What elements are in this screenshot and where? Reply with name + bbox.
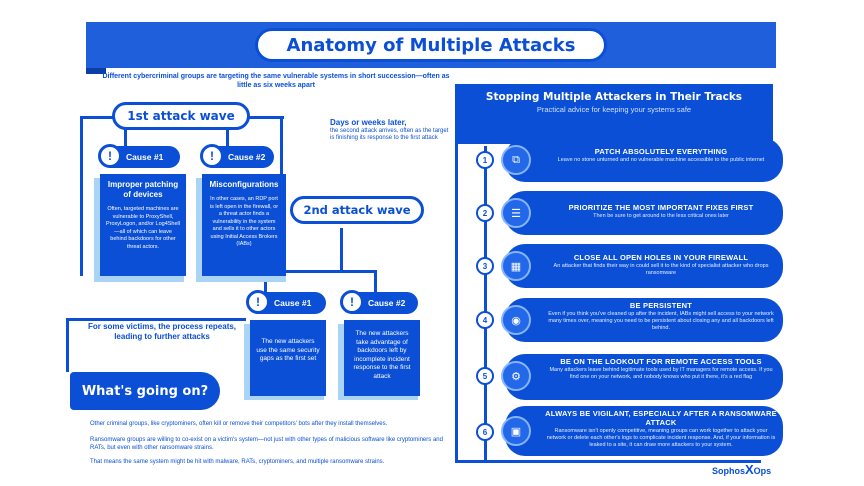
connector-line bbox=[80, 116, 83, 276]
alert-icon: ! bbox=[200, 144, 224, 168]
repeat-note: For some victims, the process repeats, l… bbox=[87, 322, 237, 341]
right-panel-subtitle: Practical advice for keeping your system… bbox=[536, 105, 692, 114]
intro-text: Different cybercriminal groups are targe… bbox=[102, 73, 450, 89]
right-panel-title: Stopping Multiple Attackers in Their Tra… bbox=[485, 91, 743, 103]
wave2-cause1-card: The new attackers use the same security … bbox=[250, 320, 326, 396]
priority-icon: ☰ bbox=[501, 198, 531, 228]
tip-text: Many attackers leave behind legitimate t… bbox=[549, 367, 773, 380]
connector-line bbox=[66, 318, 69, 372]
wave2-pill: 2nd attack wave bbox=[290, 196, 424, 224]
tip-number: 6 bbox=[476, 423, 494, 441]
persistent-icon: ◉ bbox=[501, 305, 531, 335]
connector-line bbox=[226, 126, 229, 150]
tip-text: Then be sure to get around to the less c… bbox=[593, 213, 729, 219]
remote-access-icon: ⚙ bbox=[501, 361, 531, 391]
tip-number: 5 bbox=[476, 367, 494, 385]
tip-number: 4 bbox=[476, 311, 494, 329]
tip-heading: PRIORITIZE THE MOST IMPORTANT FIXES FIRS… bbox=[568, 203, 754, 212]
tip-number: 1 bbox=[476, 151, 494, 169]
logo-mark: X bbox=[745, 462, 754, 477]
logo-text: Sophos bbox=[712, 466, 745, 476]
camera-icon: ▣ bbox=[501, 416, 531, 446]
right-panel-header: Stopping Multiple Attackers in Their Tra… bbox=[455, 84, 773, 144]
connector-line bbox=[280, 116, 283, 206]
alert-icon: ! bbox=[98, 144, 122, 168]
connector-line bbox=[244, 116, 284, 119]
days-later-note: Days or weeks later, the second attack a… bbox=[330, 118, 450, 142]
connector-line bbox=[374, 270, 377, 292]
card-text: The new attackers take advantage of back… bbox=[353, 330, 411, 380]
tip-heading: PATCH ABSOLUTELY EVERYTHING bbox=[594, 147, 728, 156]
tip-number: 2 bbox=[476, 204, 494, 222]
tip-number: 3 bbox=[476, 257, 494, 275]
firewall-icon: ▦ bbox=[501, 251, 531, 281]
tip-text: Even if you think you've cleaned up afte… bbox=[548, 311, 774, 331]
wave2-cause2-badge: ! Cause #2 bbox=[340, 290, 418, 314]
wave1-cause2-badge: ! Cause #2 bbox=[200, 144, 274, 168]
whats-going-on-paragraph: That means the same system might be hit … bbox=[90, 459, 385, 465]
tip-heading: CLOSE ALL OPEN HOLES IN YOUR FIREWALL bbox=[573, 253, 749, 262]
wave2-cause1-badge: ! Cause #1 bbox=[246, 290, 326, 314]
whats-going-on-paragraph: Ransomware groups are willing to co-exis… bbox=[90, 437, 443, 451]
connector-line bbox=[266, 270, 376, 273]
tip-card-5: ⚙ BE ON THE LOOKOUT FOR REMOTE ACCESS TO… bbox=[501, 354, 783, 400]
wave1-pill: 1st attack wave bbox=[112, 102, 250, 130]
tip-heading: ALWAYS BE VIGILANT, ESPECIALLY AFTER A R… bbox=[545, 409, 777, 427]
tip-text: An attacker that finds their way in coul… bbox=[553, 263, 769, 276]
connector-line bbox=[124, 126, 127, 150]
wave1-cause1-card: Improper patching of devices Often, targ… bbox=[100, 174, 186, 276]
tip-heading: BE PERSISTENT bbox=[629, 301, 693, 310]
days-later-text: the second attack arrives, often as the … bbox=[330, 128, 449, 141]
sophos-x-ops-logo: SophosXOps bbox=[712, 462, 771, 477]
page-title: Anatomy of Multiple Attacks bbox=[255, 28, 607, 62]
alert-icon: ! bbox=[246, 290, 270, 314]
tip-card-2: ☰ PRIORITIZE THE MOST IMPORTANT FIXES FI… bbox=[501, 191, 783, 235]
right-panel-frame bbox=[455, 129, 761, 463]
wave1-cause2-card: Misconfigurations In other cases, an RDP… bbox=[202, 174, 286, 276]
cause-label: Cause #2 bbox=[368, 298, 406, 308]
alert-icon: ! bbox=[340, 290, 364, 314]
tip-card-6: ▣ ALWAYS BE VIGILANT, ESPECIALLY AFTER A… bbox=[501, 406, 783, 456]
card-heading: Misconfigurations bbox=[209, 180, 279, 189]
card-text: In other cases, an RDP port is left open… bbox=[209, 196, 279, 247]
tip-text: Leave no stone unturned and no vulnerabl… bbox=[557, 157, 765, 163]
connector-line bbox=[66, 318, 246, 321]
wave2-cause2-card: The new attackers take advantage of back… bbox=[344, 320, 420, 396]
tip-heading: BE ON THE LOOKOUT FOR REMOTE ACCESS TOOL… bbox=[560, 357, 762, 366]
card-text: The new attackers use the same security … bbox=[256, 338, 320, 362]
patch-icon: ⧉ bbox=[501, 145, 531, 175]
card-heading: Improper patching of devices bbox=[107, 180, 179, 199]
connector-line bbox=[340, 228, 343, 272]
tip-text: Ransomware isn't openly competitive, mea… bbox=[546, 428, 776, 448]
wave1-cause1-badge: ! Cause #1 bbox=[98, 144, 180, 168]
card-text: Often, targeted machines are vulnerable … bbox=[106, 206, 180, 250]
timeline-line bbox=[484, 146, 487, 462]
whats-going-on-paragraph: Other criminal groups, like cryptominers… bbox=[90, 421, 388, 427]
whats-going-on-heading: What's going on? bbox=[70, 372, 220, 410]
cause-label: Cause #2 bbox=[228, 152, 266, 162]
connector-line bbox=[80, 116, 120, 119]
cause-label: Cause #1 bbox=[274, 298, 312, 308]
cause-label: Cause #1 bbox=[126, 152, 164, 162]
logo-text: Ops bbox=[753, 466, 772, 476]
days-later-heading: Days or weeks later, bbox=[330, 118, 407, 127]
